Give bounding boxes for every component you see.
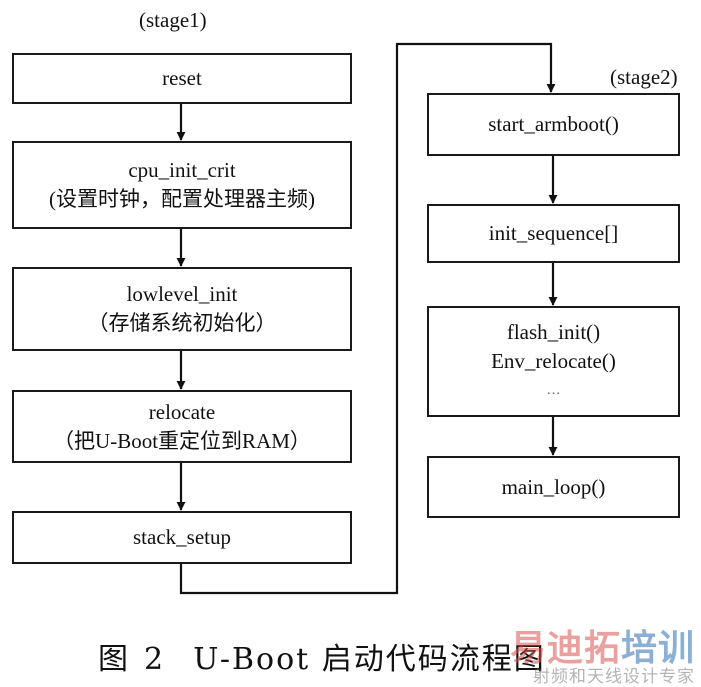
box-title: relocate — [148, 399, 216, 424]
start-armboot-box: start_armboot() — [427, 93, 680, 156]
main-loop-box: main_loop() — [427, 456, 680, 518]
watermark-subtitle: 射频和天线设计专家 — [533, 667, 695, 687]
caption-text: U-Boot 启动代码流程图 — [193, 642, 546, 677]
relocate-box: relocate （把U-Boot重定位到RAM） — [12, 390, 352, 463]
ellipsis: … — [546, 383, 561, 398]
watermark-brand-part2: 培训 — [620, 628, 695, 669]
stage1-label: (stage1) — [139, 8, 207, 32]
box-title: lowlevel_init — [126, 282, 238, 306]
box-title: cpu_init_crit — [128, 158, 236, 182]
watermark-brand-part1: 易迪拓 — [509, 628, 621, 669]
stack-setup-box: stack_setup — [12, 511, 352, 564]
box-line: main_loop() — [501, 474, 606, 499]
watermark-logo-text: 易迪拓培训 — [510, 630, 695, 668]
box-subtitle: （存储系统初始化） — [87, 311, 277, 335]
cpu-init-crit-box: cpu_init_crit (设置时钟，配置处理器主频) — [12, 141, 352, 229]
stage2-label: (stage2) — [610, 65, 678, 89]
box-line: start_armboot() — [488, 112, 619, 136]
box-subtitle: （把U-Boot重定位到RAM） — [53, 428, 311, 453]
box-line: flash_init() — [506, 320, 601, 344]
caption-number: 2 — [144, 642, 166, 677]
init-sequence-box: init_sequence[] — [427, 204, 680, 263]
box-line: Env_relocate() — [491, 349, 616, 373]
watermark: 易迪拓培训 射频和天线设计专家 — [510, 630, 695, 687]
box-title: stack_setup — [133, 525, 231, 549]
box-subtitle: (设置时钟，配置处理器主频) — [49, 187, 315, 211]
arrow-stage1-to-stage2 — [179, 42, 556, 595]
reset-box: reset — [12, 53, 352, 104]
box-line: init_sequence[] — [488, 221, 619, 245]
caption-prefix: 图 — [98, 642, 130, 677]
lowlevel-init-box: lowlevel_init （存储系统初始化） — [12, 267, 352, 351]
flash-init-box: flash_init() Env_relocate() … — [427, 306, 680, 417]
box-title: reset — [162, 66, 202, 90]
